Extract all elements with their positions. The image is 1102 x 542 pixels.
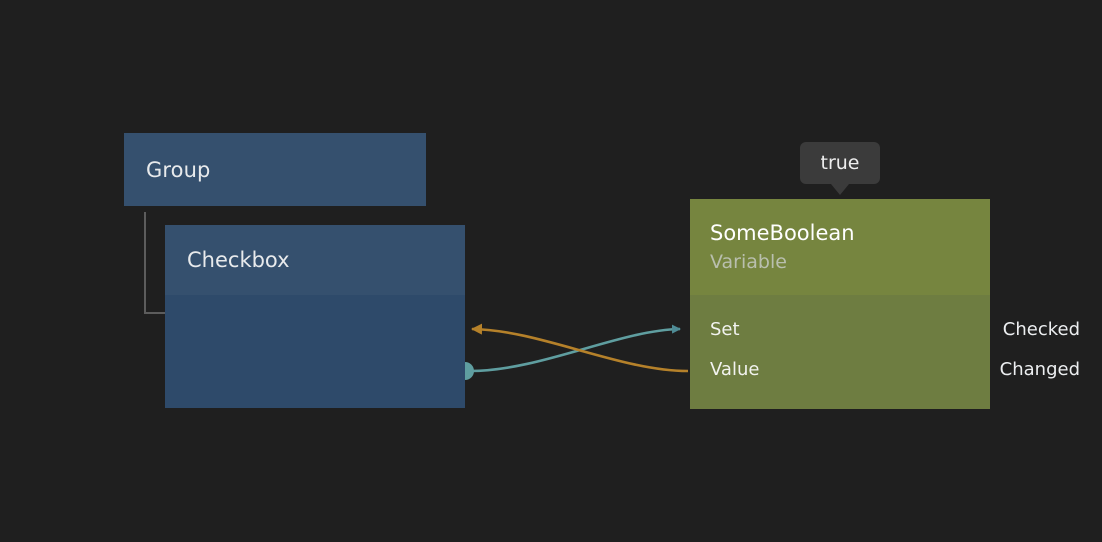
node-variable[interactable]: SomeBoolean Variable (690, 199, 990, 409)
node-variable-title: SomeBoolean (710, 221, 855, 245)
value-tooltip: true (800, 142, 880, 195)
wire-value-to-checked (471, 323, 689, 373)
port-variable-value[interactable]: Value (710, 359, 760, 380)
group-child-bracket (144, 212, 166, 314)
node-checkbox[interactable]: Checkbox (165, 225, 465, 408)
port-checkbox-checked[interactable]: Checked (1002, 319, 1080, 340)
node-group-title: Group (146, 157, 211, 182)
value-tooltip-tail (831, 184, 849, 195)
node-checkbox-header: Checkbox (165, 225, 465, 295)
wire-changed-to-set (469, 324, 681, 373)
node-checkbox-title: Checkbox (187, 248, 290, 272)
node-group[interactable]: Group (124, 133, 426, 206)
node-variable-subtitle: Variable (710, 251, 787, 273)
port-variable-set[interactable]: Set (710, 319, 740, 340)
node-variable-header: SomeBoolean Variable (690, 199, 990, 295)
port-checkbox-changed[interactable]: Changed (999, 359, 1080, 380)
value-tooltip-label: true (820, 152, 860, 174)
